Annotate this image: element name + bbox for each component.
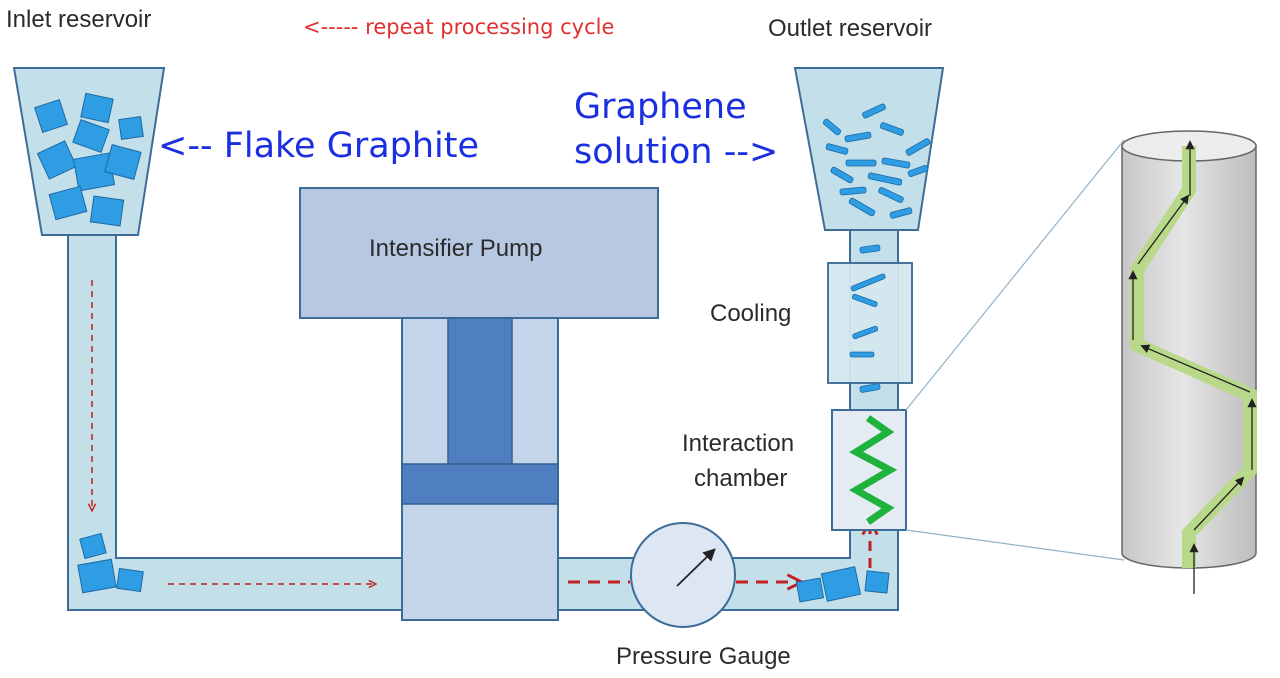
inlet-reservoir: [12, 67, 166, 236]
graphene-solution-label-line2: solution -->: [574, 132, 779, 172]
outlet-reservoir: [793, 67, 945, 231]
interaction-chamber: [831, 409, 907, 531]
pump-body: [299, 187, 659, 319]
cooling-section: [827, 244, 913, 393]
inlet-graphite-flakes: [33, 92, 144, 227]
intensifier-pump-label: Intensifier Pump: [369, 235, 543, 262]
gauge-needle: [676, 548, 716, 587]
pressure-gauge-label: Pressure Gauge: [616, 643, 791, 670]
repeat-cycle-label: <----- repeat processing cycle: [303, 15, 615, 39]
pressure-gauge: [630, 522, 736, 628]
pipe-graphite-flakes: [77, 532, 890, 603]
graphene-solution-label-line1: Graphene: [574, 87, 747, 127]
intensifier-pump: [299, 187, 659, 621]
zoom-leader-lines: [905, 139, 1125, 561]
flow-path-arrows: [1128, 140, 1257, 594]
zigzag-channel: [848, 415, 898, 525]
inlet-reservoir-label: Inlet reservoir: [6, 6, 152, 33]
interaction-chamber-label-line2: chamber: [694, 465, 788, 492]
cooling-label: Cooling: [710, 300, 792, 327]
piston-rod: [447, 317, 513, 465]
flake-graphite-label: <-- Flake Graphite: [158, 126, 480, 166]
interaction-chamber-label-line1: Interaction: [682, 430, 795, 457]
graphene-platelets: [822, 103, 931, 219]
outlet-reservoir-label: Outlet reservoir: [768, 15, 933, 42]
piston-head: [401, 463, 559, 505]
channel-zoom-view: [1121, 130, 1257, 594]
